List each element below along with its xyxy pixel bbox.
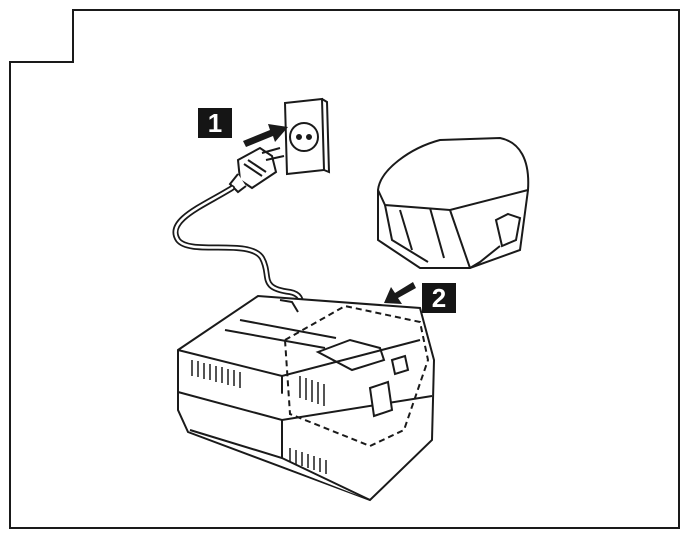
- insert-arrow: [384, 282, 416, 304]
- battery-slot-outline: [283, 304, 430, 448]
- charger-vents-left: [191, 360, 241, 388]
- plug-in-arrow: [243, 124, 288, 147]
- charger: [177, 294, 436, 502]
- wall-socket: [283, 97, 331, 176]
- plug: [228, 146, 285, 194]
- battery-pack: [377, 136, 530, 269]
- step-2-badge: 2: [422, 283, 456, 313]
- figure-frame: [9, 9, 680, 529]
- charger-vents-bottom: [289, 448, 327, 474]
- step-1-badge: 1: [198, 108, 232, 138]
